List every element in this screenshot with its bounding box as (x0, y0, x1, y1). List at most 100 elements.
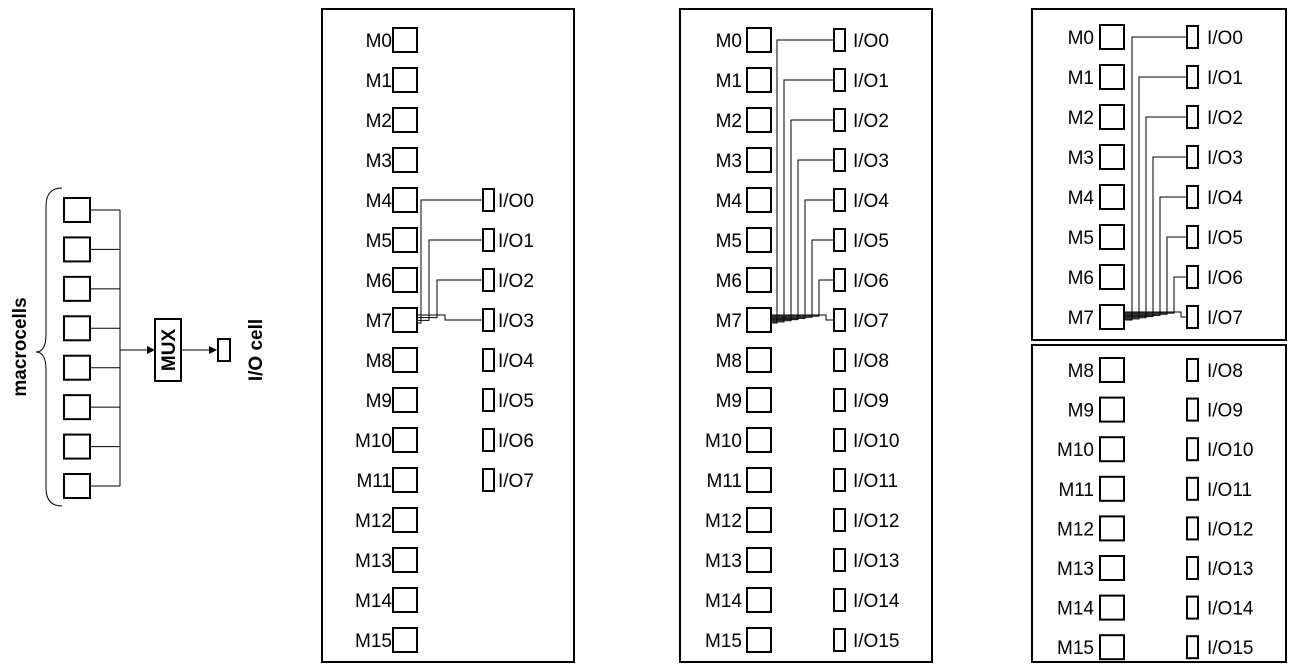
macrocell-label: M14 (355, 591, 392, 612)
route-line (771, 79, 834, 323)
macrocell-label: M0 (716, 31, 742, 52)
macrocell-label: M15 (355, 631, 392, 652)
io-cell-label: I/O13 (1207, 559, 1253, 580)
io-cell-label: I/O12 (853, 511, 899, 532)
route-line (1124, 156, 1187, 318)
io-cell-label: I/O7 (498, 471, 534, 492)
panel-1: M0M1M2M3M4M5M6M7M8M9M10M11M12M13M14M15I/… (321, 8, 575, 663)
macrocell-label: M11 (1058, 480, 1094, 501)
macrocell-box (392, 267, 418, 293)
macrocell-label: M2 (1068, 108, 1094, 129)
io-cell-label: I/O8 (853, 351, 889, 372)
io-cell-label: I/O15 (1207, 638, 1253, 659)
route-line (1124, 236, 1187, 315)
io-cell-box (1186, 635, 1199, 660)
macrocell-label: M1 (366, 71, 392, 92)
macrocell-label: M7 (1068, 308, 1094, 329)
macrocell-label: M6 (716, 271, 742, 292)
macrocell-label: M13 (705, 551, 742, 572)
io-cell-label: I/O0 (1207, 28, 1243, 49)
io-cell-label: I/O3 (1207, 148, 1243, 169)
route-line (1124, 276, 1187, 314)
macrocell-box (1099, 436, 1125, 463)
io-cell-label: I/O9 (1207, 401, 1243, 422)
io-cell-label: I/O15 (853, 631, 899, 652)
panel-frame (679, 8, 933, 663)
macrocell-box (63, 236, 91, 263)
io-cell-box (1186, 185, 1199, 209)
macrocell-box (392, 587, 418, 613)
macrocell-label: M3 (716, 151, 742, 172)
io-cell-box (482, 188, 495, 212)
io-cell-box (833, 68, 846, 92)
macrocell-label: M6 (366, 271, 392, 292)
io-cell-label: I/O11 (853, 471, 898, 492)
io-cell-box (833, 188, 846, 212)
macrocell-box (63, 433, 91, 460)
route-line (771, 119, 834, 322)
io-cell-box (1186, 265, 1199, 289)
io-cell-label: I/O14 (853, 591, 900, 612)
route-line (1124, 76, 1187, 320)
macrocell-box (392, 387, 418, 413)
io-cell-box (1186, 225, 1199, 249)
io-cell-box (482, 228, 495, 252)
io-cell-box (833, 468, 846, 492)
io-cell-label: I/O1 (853, 71, 889, 92)
route-line (1124, 116, 1187, 319)
io-cell-label: I/O2 (498, 271, 534, 292)
macrocell-box (746, 467, 772, 493)
macrocell-label: M9 (716, 391, 742, 412)
io-cell-box (1186, 25, 1199, 49)
io-cell-label: I/O7 (853, 311, 889, 332)
macrocell-label: M11 (356, 471, 392, 492)
macrocell-box (746, 27, 772, 53)
macrocell-label: M3 (366, 151, 392, 172)
io-cell-label: I/O0 (498, 191, 534, 212)
macrocell-box (63, 354, 91, 381)
macrocell-box (746, 67, 772, 93)
arrow-head-icon (147, 346, 155, 354)
macrocell-label: M12 (705, 511, 742, 532)
macrocell-box (1099, 357, 1125, 383)
route-line (417, 314, 483, 321)
macrocell-label: M8 (366, 351, 392, 372)
macrocell-box (392, 547, 418, 573)
macrocell-label: M2 (366, 111, 392, 132)
macrocell-label: M13 (355, 551, 392, 572)
macrocell-label: M13 (1057, 559, 1094, 580)
io-cell-label: I/O12 (1207, 519, 1253, 540)
macrocell-label: M10 (1057, 440, 1094, 461)
macrocell-label: M8 (1068, 361, 1094, 382)
io-cell-box (482, 268, 495, 292)
io-cell-label: I/O3 (853, 151, 889, 172)
io-cell-box (1186, 556, 1199, 580)
macrocell-box (1099, 64, 1125, 90)
io-cell-label: I/O cell (246, 319, 267, 381)
macrocells-brace (35, 187, 63, 507)
macrocell-label: M3 (1068, 148, 1094, 169)
macrocell-label: M12 (1057, 519, 1094, 540)
macrocell-label: M5 (366, 231, 392, 252)
macrocell-box (746, 387, 772, 413)
macrocell-label: M0 (366, 31, 392, 52)
io-cell-box (833, 28, 846, 52)
macrocell-label: M15 (705, 631, 742, 652)
io-cell-label: I/O4 (498, 351, 534, 372)
io-cell-box (833, 268, 846, 292)
macrocell-box (1099, 396, 1125, 423)
macrocell-box (746, 507, 772, 533)
macrocell-box (1099, 475, 1125, 502)
panel-frame-top (1031, 8, 1287, 341)
macrocell-box (1099, 264, 1125, 290)
io-cell-label: I/O13 (853, 551, 899, 572)
macrocell-label: M9 (366, 391, 392, 412)
macrocell-box (1099, 144, 1125, 170)
route-line (1124, 196, 1187, 316)
io-cell-label: I/O6 (498, 431, 534, 452)
macrocell-box (746, 307, 772, 333)
panel-frame (321, 8, 575, 663)
macrocell-label: M4 (716, 191, 743, 212)
io-cell-label: I/O3 (498, 311, 534, 332)
